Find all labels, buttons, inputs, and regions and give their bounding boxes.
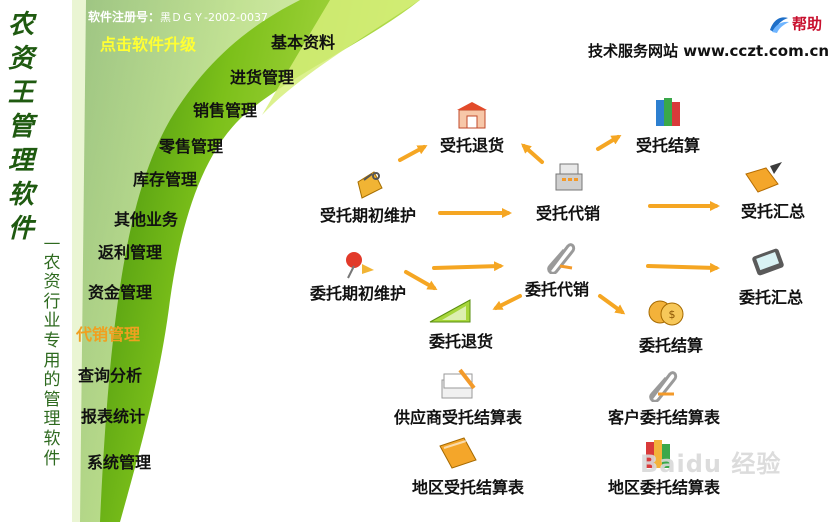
arrow-entrust-to-return xyxy=(492,294,522,310)
website-text: 技术服务网站 www.cczt.com.cn xyxy=(588,42,830,60)
coins-icon: $ xyxy=(648,300,684,326)
menu-item-rebate[interactable]: 返利管理 xyxy=(98,243,163,262)
app-subtitle-char: 行 xyxy=(43,291,61,312)
folder-pen-icon xyxy=(745,162,782,193)
set-square-ruler-icon xyxy=(429,299,471,323)
store-icon xyxy=(457,102,487,129)
menu-item-consignment[interactable]: 代销管理 xyxy=(76,325,141,344)
arrow-consign-to-settle xyxy=(596,134,622,151)
node-accept-summary-label: 受托汇总 xyxy=(740,202,805,221)
watermark-text: Baidu 经验 xyxy=(640,450,782,478)
node-entrust-return[interactable]: 委托退货 xyxy=(418,296,504,352)
node-entrust-return-label: 委托退货 xyxy=(428,332,493,351)
node-region-entrust-report[interactable]: 地区委托结算表 xyxy=(590,436,738,497)
node-accept-settle[interactable]: 受托结算 xyxy=(628,96,708,156)
help-icon xyxy=(770,17,789,33)
menu-item-retail[interactable]: 零售管理 xyxy=(159,137,224,156)
app-title-char: 软 xyxy=(7,180,34,210)
app-subtitle-char: 管 xyxy=(43,389,61,410)
registration-info: 软件注册号：黑ＤＧＹ-2002-0037 xyxy=(88,8,268,25)
node-accept-consign-label: 受托代销 xyxy=(535,204,600,223)
svg-text:$: $ xyxy=(669,308,676,321)
node-region-accept-report-label: 地区受托结算表 xyxy=(411,478,524,497)
cash-register-icon xyxy=(555,163,583,191)
menu-item-funds[interactable]: 资金管理 xyxy=(88,283,153,302)
arrow-init-to-return xyxy=(398,145,428,162)
app-subtitle-char: 用 xyxy=(43,350,61,371)
node-accept-settle-label: 受托结算 xyxy=(635,136,700,155)
books-icon xyxy=(646,440,670,468)
node-entrust-init-label: 委托期初维护 xyxy=(309,284,406,303)
node-entrust-consign-label: 委托代销 xyxy=(524,280,589,299)
registration-label: 软件注册号： xyxy=(88,10,161,24)
arrow-entrust-init-to-consign xyxy=(432,261,504,272)
node-accept-consign[interactable]: 受托代销 xyxy=(526,160,610,223)
menu-item-system[interactable]: 系统管理 xyxy=(87,453,152,472)
arrow-consign-to-return xyxy=(521,143,544,164)
app-subtitle-char: 的 xyxy=(43,370,61,391)
node-supplier-report[interactable]: 供应商受托结算表 xyxy=(384,368,532,427)
pda-device-icon xyxy=(752,248,784,276)
menu-item-sales[interactable]: 销售管理 xyxy=(193,101,258,120)
menu-item-other-business[interactable]: 其他业务 xyxy=(114,210,179,229)
arrow-entrust-init-down xyxy=(404,270,438,290)
help-button[interactable]: 帮助 xyxy=(768,12,830,36)
node-supplier-report-label: 供应商受托结算表 xyxy=(393,408,522,427)
app-subtitle-char: 农 xyxy=(43,252,61,273)
app-subtitle-char: 业 xyxy=(43,311,61,332)
paperclip-icon xyxy=(547,243,576,274)
node-entrust-summary[interactable]: 委托汇总 xyxy=(728,246,814,307)
node-entrust-summary-label: 委托汇总 xyxy=(738,288,803,307)
pushpin-icon xyxy=(346,252,374,279)
node-accept-init[interactable]: 受托期初维护 xyxy=(306,168,430,225)
document-stack-icon xyxy=(441,368,476,399)
app-title-char: 王 xyxy=(7,78,34,108)
app-subtitle-char: 理 xyxy=(43,409,61,430)
registration-code: 黑ＤＧＹ-2002-0037 xyxy=(160,11,268,24)
notebook-icon xyxy=(439,437,477,469)
help-label: 帮助 xyxy=(792,15,823,33)
app-title-char: 件 xyxy=(7,214,34,244)
app-subtitle-char: 软 xyxy=(43,428,61,449)
node-entrust-settle-label: 委托结算 xyxy=(638,336,703,355)
menu-item-query[interactable]: 查询分析 xyxy=(78,366,143,385)
menu-item-basic-data[interactable]: 基本资料 xyxy=(271,33,336,52)
menu-item-reports[interactable]: 报表统计 xyxy=(81,407,146,426)
app-subtitle: — 农 资 行 业 专 用 的 管 理 软 件 xyxy=(40,233,64,469)
menu-item-purchase[interactable]: 进货管理 xyxy=(230,68,295,87)
node-customer-report-label: 客户委托结算表 xyxy=(607,408,720,427)
arrow-entrust-to-settle xyxy=(598,294,626,315)
app-title-char: 农 xyxy=(7,10,34,40)
app-subtitle-char: 专 xyxy=(43,330,61,351)
node-region-accept-report[interactable]: 地区受托结算表 xyxy=(394,436,542,497)
node-entrust-init[interactable]: 委托期初维护 xyxy=(296,250,420,306)
app-title: 农 资 王 管 理 软 件 xyxy=(6,8,36,246)
node-accept-return[interactable]: 受托退货 xyxy=(432,100,512,156)
node-customer-report[interactable]: 客户委托结算表 xyxy=(590,368,738,427)
app-subtitle-char: 件 xyxy=(43,448,61,469)
arrow-entrust-to-summary xyxy=(646,262,720,273)
app-title-char: 资 xyxy=(7,44,34,74)
upgrade-link[interactable]: 点击软件升级 xyxy=(100,35,197,54)
app-subtitle-char: — xyxy=(43,233,61,253)
paperclip-icon xyxy=(649,371,678,402)
books-icon xyxy=(656,98,680,126)
node-entrust-settle[interactable]: $ 委托结算 xyxy=(628,296,714,356)
binder-clip-icon xyxy=(357,171,383,199)
menu-item-inventory[interactable]: 库存管理 xyxy=(133,170,198,189)
app-title-char: 管 xyxy=(7,112,34,142)
node-accept-return-label: 受托退货 xyxy=(439,136,504,155)
node-accept-init-label: 受托期初维护 xyxy=(319,206,416,225)
app-title-char: 理 xyxy=(7,146,34,176)
node-accept-summary[interactable]: 受托汇总 xyxy=(730,162,816,222)
app-subtitle-char: 资 xyxy=(43,272,61,293)
node-entrust-consign[interactable]: 委托代销 xyxy=(512,240,602,299)
node-region-entrust-report-label: 地区委托结算表 xyxy=(607,478,720,497)
